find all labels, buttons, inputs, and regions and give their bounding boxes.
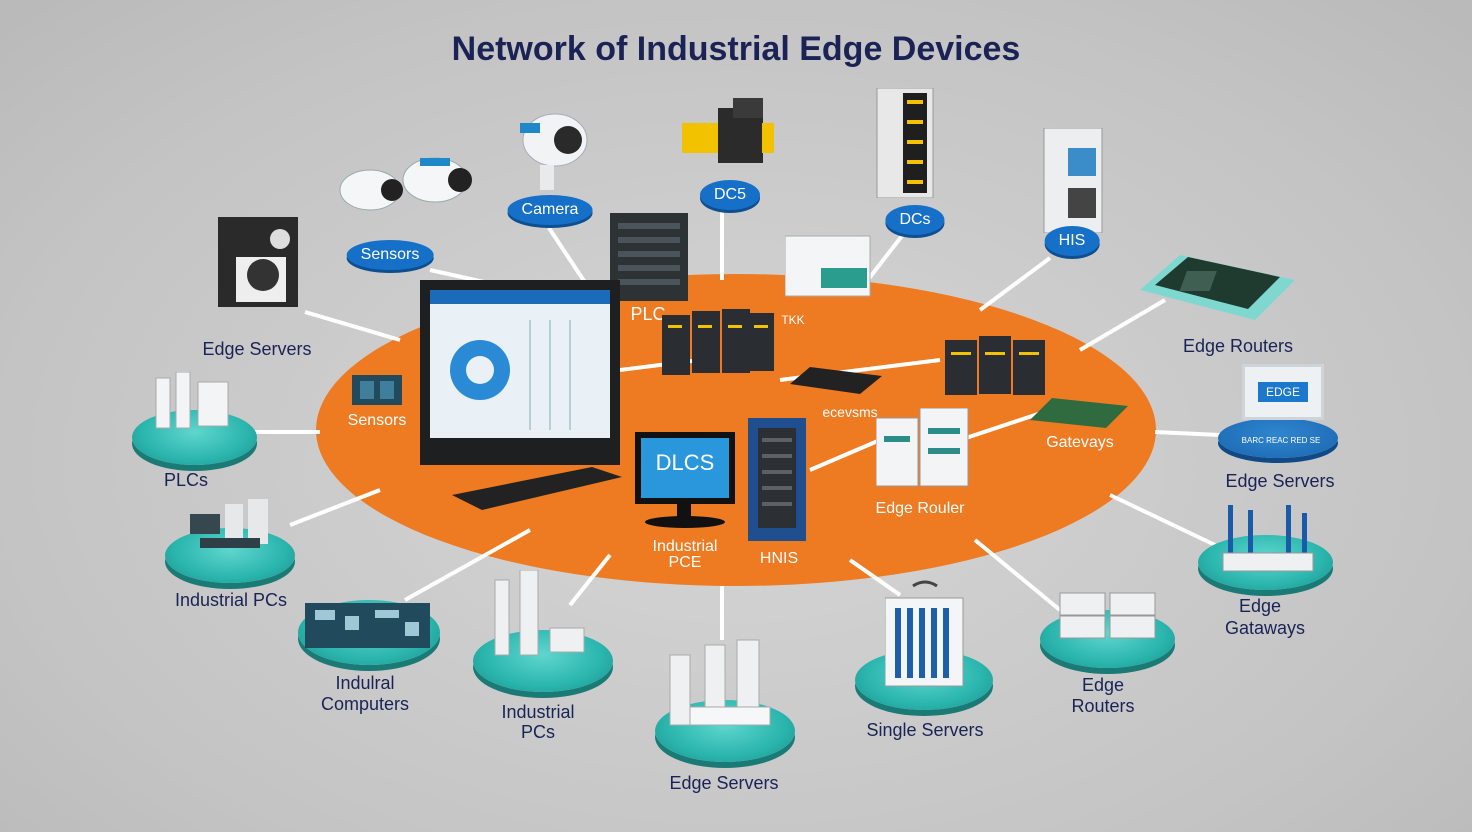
dlcs-monitor <box>635 432 740 532</box>
industrial-pcs-left-device <box>180 494 280 554</box>
label-edge-gateways-1: Edge <box>1238 596 1282 616</box>
edge-monitor-base-text: BARC REAC RED SE <box>1241 436 1321 445</box>
dcs-module <box>678 98 778 178</box>
wire-hmis <box>978 256 1052 312</box>
label-edge-routers-right: Edge Routers <box>1182 336 1294 356</box>
label-edge-routers-bottom-1: Edge <box>1081 675 1125 695</box>
diagram-title: Network of Industrial Edge Devices <box>451 30 1021 68</box>
wire-camera <box>547 226 592 292</box>
label-industrial-pcs-bottom-1: Industrial <box>501 702 575 722</box>
hub-label-dlcs-screen: DLCS <box>655 450 715 475</box>
edge-gateway-device <box>1218 505 1318 575</box>
wire-edge-gateways <box>1109 493 1216 547</box>
pill-dcs-2: DCs <box>885 205 945 235</box>
wire-edge-routers-right <box>1078 298 1167 352</box>
camera-device <box>500 105 595 195</box>
dcs-rack <box>875 87 935 199</box>
label-plcs: PLCs <box>163 470 209 490</box>
platform-plcs <box>132 410 257 465</box>
wire-single-servers <box>848 558 902 597</box>
gateway-board-right <box>1030 392 1130 432</box>
hub-label-gateways-center: ecevsms <box>822 404 878 420</box>
hub-label-sensors: Sensors <box>347 412 407 429</box>
hub-label-trk: TKK <box>781 313 805 327</box>
pill-dcs-1: DC5 <box>699 180 761 210</box>
label-edge-gateways-2: Gataways <box>1224 618 1306 638</box>
wire-edge-servers-left <box>304 310 401 342</box>
wire-edge-servers-right <box>1154 430 1221 437</box>
edge-routers-bottom-device <box>1055 588 1165 643</box>
label-industrial-computers-2: Computers <box>320 694 410 714</box>
label-edge-servers-right: Edge Servers <box>1225 471 1335 491</box>
label-single-servers: Single Servers <box>866 720 984 740</box>
label-industrial-computers-1: Indulral <box>335 673 395 693</box>
hub-label-industrial-pcs-1: Industrial <box>652 538 718 555</box>
edge-monitor-text: EDGE <box>1257 382 1308 402</box>
wire-industrial-pcs-bottom <box>568 553 612 607</box>
hub-label-gateways: Gatevays <box>1046 434 1114 451</box>
edge-monitor-device: EDGE <box>1238 362 1324 426</box>
edge-routers-right-board <box>1140 235 1295 330</box>
wire-inner-3 <box>809 438 881 472</box>
edge-servers-bottom-device <box>665 635 785 730</box>
gateway-center-device <box>790 362 885 397</box>
wire-industrial-pcs-left <box>289 488 381 527</box>
label-edge-routers-bottom-2: Routers <box>1071 696 1135 716</box>
keyboard <box>452 455 627 515</box>
sensor-camera-pair <box>320 148 475 228</box>
label-industrial-pcs-left: Industrial PCs <box>174 590 288 610</box>
hub-label-industrial-pcs-2: PCE <box>668 554 702 571</box>
label-industrial-pcs-bottom-2: PCs <box>520 722 556 742</box>
plcs-device <box>152 371 242 432</box>
wire-edge-routers-bottom <box>973 538 1062 612</box>
plc-modules-cluster <box>662 305 777 380</box>
edge-monitor-screen: EDGE <box>1242 364 1324 420</box>
hmi-unit <box>1040 127 1105 234</box>
plc-server-tower <box>610 213 690 303</box>
edge-router-server <box>875 407 971 488</box>
hub-label-plc: PLC <box>630 304 666 324</box>
hub-label-edge-router: Edge Rouler <box>875 500 965 517</box>
edge-server-camera-box <box>218 217 300 309</box>
pill-sensors-top: Sensors <box>346 240 434 270</box>
main-monitor <box>420 280 625 480</box>
wire-industrial-computers <box>404 528 531 602</box>
industrial-computers-board <box>305 598 430 653</box>
pill-hmis: HIS <box>1044 226 1100 256</box>
single-server-tower <box>884 578 965 688</box>
nas-box <box>784 228 875 298</box>
edge-rack-modules <box>945 332 1050 397</box>
hmis-tower <box>748 418 808 543</box>
label-edge-servers-bottom: Edge Servers <box>669 773 779 793</box>
industrial-pcs-bottom-device <box>490 569 590 660</box>
hub-sensor-board <box>352 375 404 407</box>
pill-camera: Camera <box>507 195 593 225</box>
label-edge-servers-left: Edge Servers <box>202 339 312 359</box>
hub-label-hmis: HNIS <box>759 550 799 567</box>
platform-edge-servers-right <box>1218 418 1338 458</box>
